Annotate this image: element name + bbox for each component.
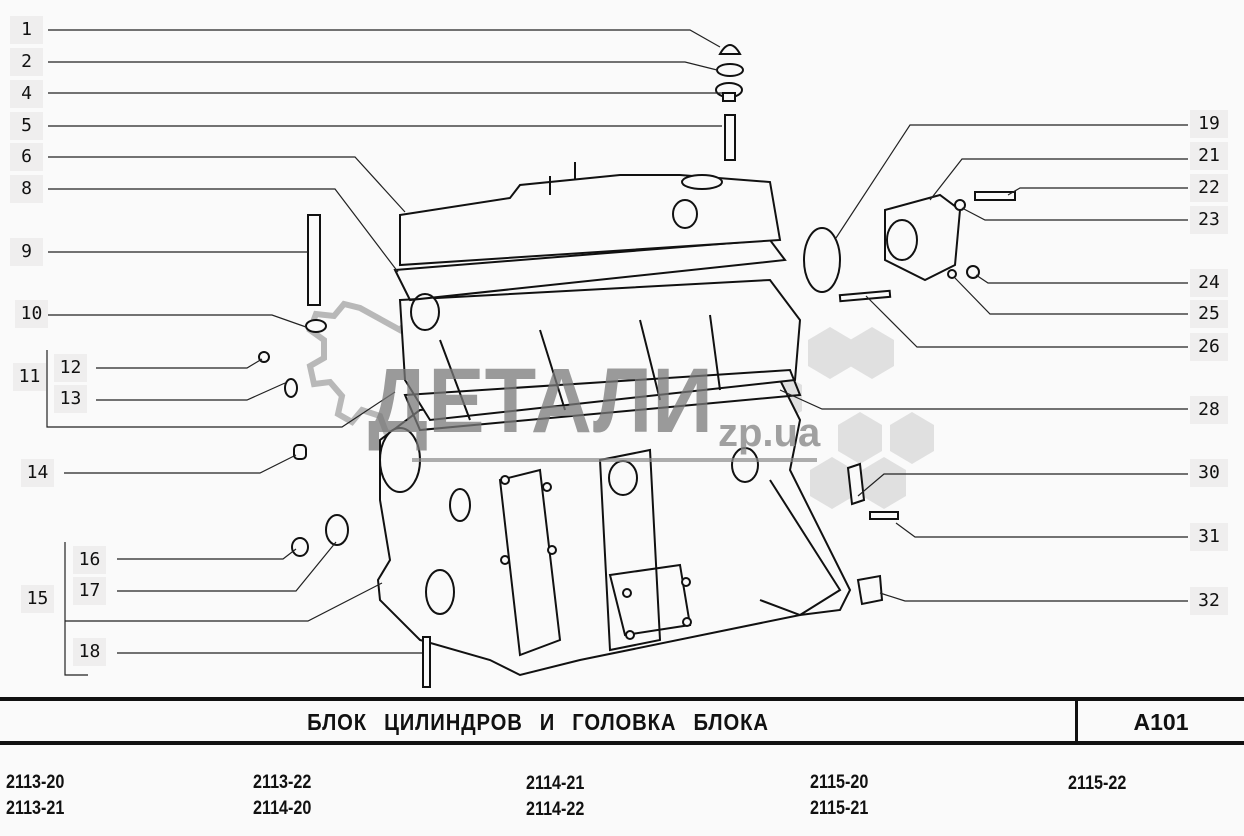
callout-10: 10 [15, 300, 48, 328]
callout-22: 22 [1190, 174, 1228, 202]
model-code: 2113-22 [253, 772, 312, 793]
title-divider [1075, 697, 1078, 745]
callout-13: 13 [54, 385, 87, 413]
callout-14: 14 [21, 459, 54, 487]
callout-6: 6 [10, 143, 43, 171]
callout-16: 16 [73, 546, 106, 574]
callout-24: 24 [1190, 269, 1228, 297]
callout-1: 1 [10, 16, 43, 44]
title-bar: БЛОК ЦИЛИНДРОВ И ГОЛОВКА БЛОКА A101 [0, 697, 1244, 745]
model-code: 2115-21 [810, 798, 869, 819]
model-code: 2114-21 [526, 773, 585, 794]
diagram-title: БЛОК ЦИЛИНДРОВ И ГОЛОВКА БЛОКА [307, 709, 769, 735]
callout-23: 23 [1190, 206, 1228, 234]
callout-9: 9 [10, 238, 43, 266]
callout-11: 11 [13, 363, 46, 391]
callout-19: 19 [1190, 110, 1228, 138]
callout-31: 31 [1190, 523, 1228, 551]
model-code: 2114-20 [253, 798, 312, 819]
callout-25: 25 [1190, 300, 1228, 328]
diagram-code: A101 [1133, 709, 1189, 735]
leader-lines-right [779, 124, 1188, 602]
model-code: 2114-22 [526, 799, 585, 820]
leader-lines-left [46, 29, 722, 676]
callout-2: 2 [10, 48, 43, 76]
model-code: 2115-20 [810, 772, 869, 793]
model-code: 2113-20 [6, 772, 65, 793]
model-code: 2113-21 [6, 798, 65, 819]
callout-32: 32 [1190, 587, 1228, 615]
gaskets [393, 238, 802, 432]
callout-15: 15 [21, 585, 54, 613]
callout-17: 17 [73, 577, 106, 605]
small-parts [258, 44, 1016, 688]
callout-8: 8 [10, 175, 43, 203]
callout-26: 26 [1190, 333, 1228, 361]
callout-28: 28 [1190, 396, 1228, 424]
callout-12: 12 [54, 354, 87, 382]
valve-cover [399, 162, 782, 267]
callout-21: 21 [1190, 142, 1228, 170]
watermark-underline [412, 458, 817, 462]
callout-18: 18 [73, 638, 106, 666]
watermark-text: ДЕТАЛИ [368, 350, 713, 452]
callout-30: 30 [1190, 459, 1228, 487]
model-code: 2115-22 [1068, 773, 1127, 794]
callout-4: 4 [10, 80, 43, 108]
callout-5: 5 [10, 112, 43, 140]
engine-exploded-diagram: ДЕТАЛИ zp.ua [46, 29, 1188, 688]
watermark-suffix: zp.ua [718, 411, 821, 455]
